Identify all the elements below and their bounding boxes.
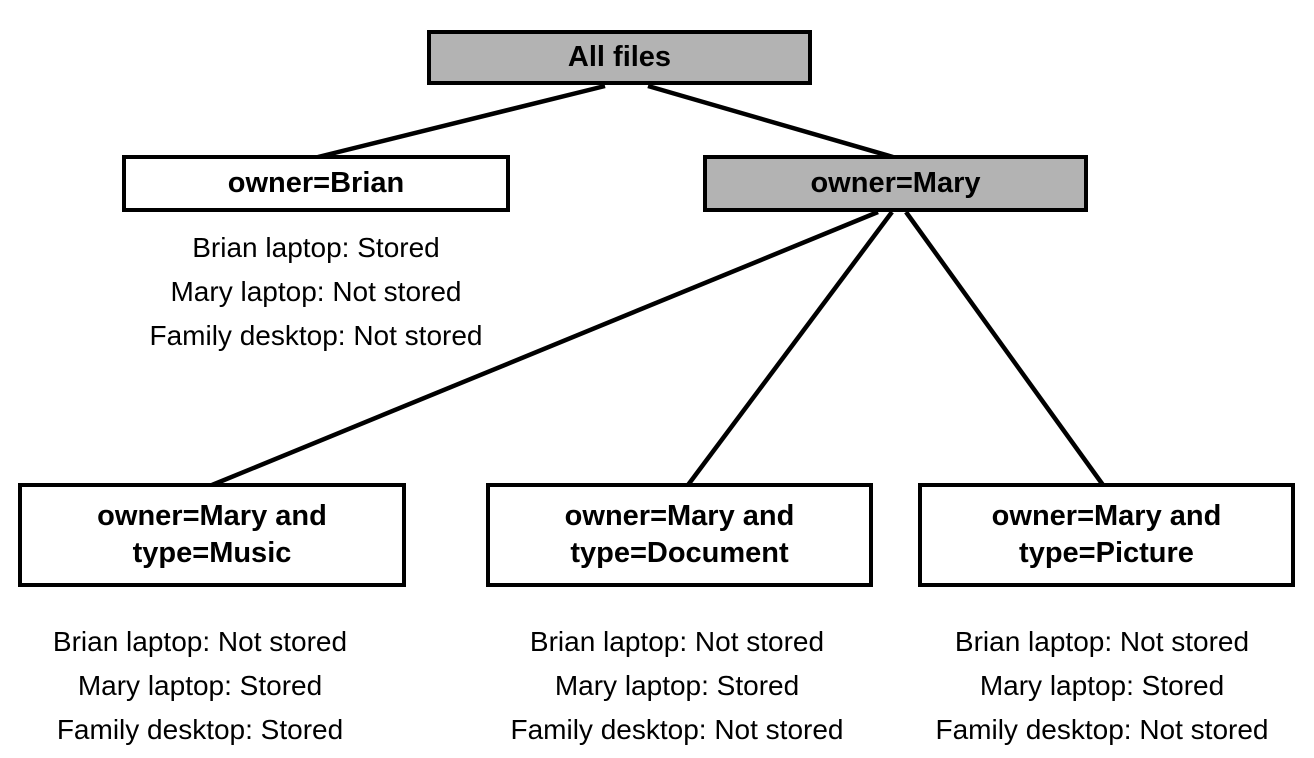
storage-line: Mary laptop: Not stored — [170, 276, 462, 307]
storage-line: Family desktop: Not stored — [935, 714, 1269, 745]
storage-line: Family desktop: Not stored — [510, 714, 844, 745]
storage-status-picture: Brian laptop: Not stored Mary laptop: St… — [890, 620, 1314, 752]
storage-line: Brian laptop: Not stored — [529, 626, 825, 657]
edge-mary-to-picture — [904, 210, 1105, 487]
node-owner-mary-type-music: owner=Mary and type=Music — [18, 483, 406, 587]
node-music-label-line1: owner=Mary and — [97, 500, 327, 532]
node-music-label-line2: type=Music — [132, 537, 292, 569]
edge-root-to-brian — [317, 83, 606, 160]
node-picture-label-line2: type=Picture — [1019, 537, 1194, 569]
node-picture-label-line1: owner=Mary and — [991, 500, 1222, 532]
node-owner-brian-label: owner=Brian — [227, 167, 405, 199]
storage-line: Brian laptop: Not stored — [52, 626, 348, 657]
node-all-files-label: All files — [567, 41, 672, 73]
node-all-files: All files — [427, 30, 812, 85]
storage-line: Brian laptop: Stored — [192, 232, 440, 263]
node-owner-mary-label: owner=Mary — [810, 167, 981, 199]
edge-mary-to-music — [211, 209, 879, 488]
node-owner-mary-type-picture: owner=Mary and type=Picture — [918, 483, 1295, 587]
edge-root-to-mary — [647, 83, 894, 160]
storage-line: Family desktop: Not stored — [149, 320, 483, 351]
node-document-label-line2: type=Document — [570, 537, 789, 569]
storage-status-brian: Brian laptop: Stored Mary laptop: Not st… — [96, 226, 536, 358]
storage-line: Mary laptop: Stored — [77, 670, 323, 701]
node-owner-mary: owner=Mary — [703, 155, 1088, 212]
storage-status-document: Brian laptop: Not stored Mary laptop: St… — [462, 620, 892, 752]
storage-line: Brian laptop: Not stored — [954, 626, 1250, 657]
node-document-label-line1: owner=Mary and — [564, 500, 795, 532]
node-owner-brian: owner=Brian — [122, 155, 510, 212]
storage-line: Family desktop: Stored — [56, 714, 344, 745]
storage-line: Mary laptop: Stored — [554, 670, 800, 701]
node-owner-mary-type-document: owner=Mary and type=Document — [486, 483, 873, 587]
edge-mary-to-document — [686, 210, 894, 487]
storage-line: Mary laptop: Stored — [979, 670, 1225, 701]
storage-status-music: Brian laptop: Not stored Mary laptop: St… — [0, 620, 400, 752]
